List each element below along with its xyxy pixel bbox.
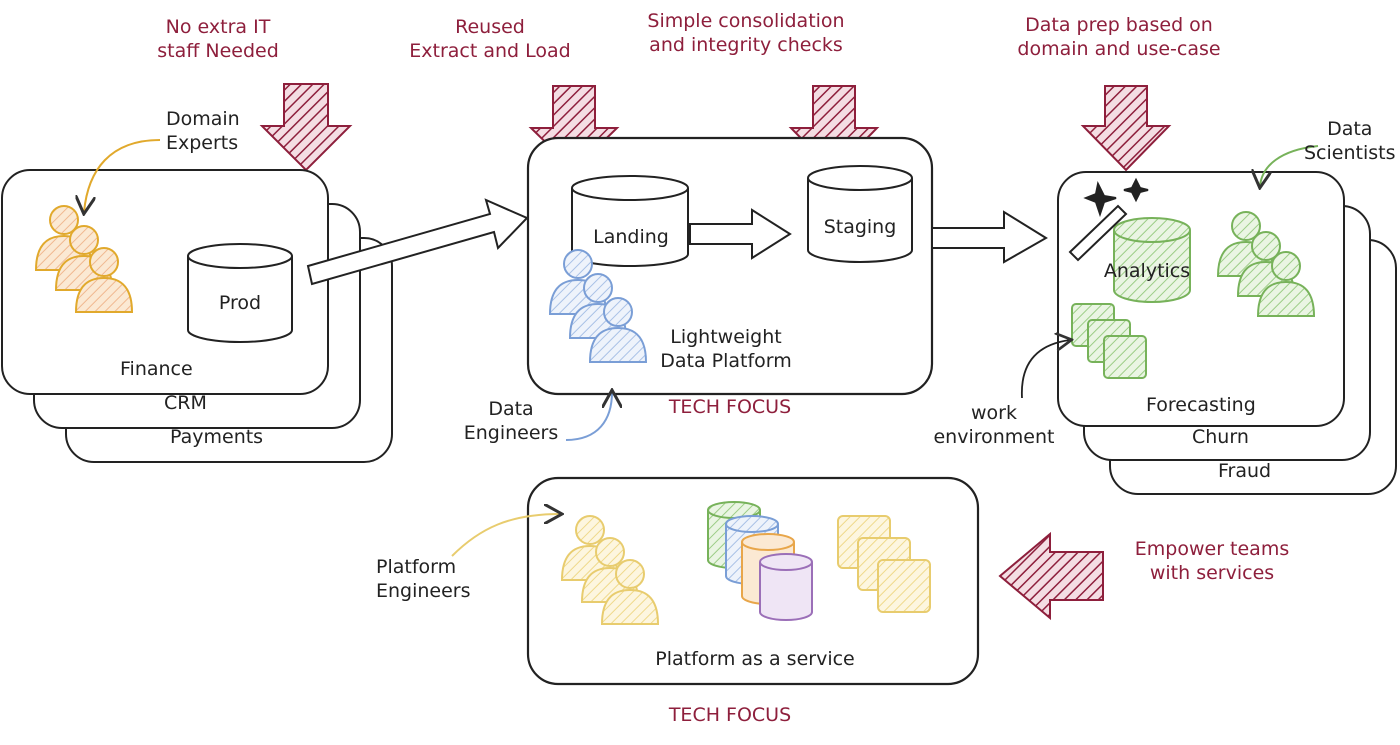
annotation-consolidation: Simple consolidation and integrity check…	[647, 10, 845, 56]
payments-label: Payments	[170, 426, 264, 448]
red-left-arrow-empower	[998, 531, 1104, 621]
prod-database-label: Prod	[218, 292, 262, 314]
platform-engineers-label: Platform Engineers	[376, 556, 471, 602]
domain-experts-label: Domain Experts	[166, 108, 240, 154]
flow-arrow-landing-to-staging	[689, 208, 792, 260]
red-down-arrow-it-staff	[259, 83, 353, 172]
staging-database-label: Staging	[823, 216, 897, 238]
data-engineers-label: Data Engineers	[463, 398, 559, 444]
annotation-data-prep: Data prep based on domain and use-case	[1017, 14, 1221, 60]
annotation-empower-teams: Empower teams with services	[1134, 538, 1290, 584]
magic-wand-icon	[1068, 177, 1149, 262]
forecasting-label: Forecasting	[1146, 394, 1256, 416]
data-scientists-label: Data Scientists	[1304, 118, 1396, 164]
fraud-label: Fraud	[1218, 460, 1272, 482]
platform-engineers-pointer	[451, 514, 560, 557]
finance-label: Finance	[120, 358, 193, 380]
tech-focus-middle: TECH FOCUS	[668, 396, 792, 418]
work-environment-pointer	[1021, 340, 1070, 399]
staging-database	[807, 165, 913, 263]
tech-focus-bottom: TECH FOCUS	[668, 704, 792, 726]
red-down-arrow-data-prep	[1080, 85, 1172, 172]
work-environment-label: work environment	[933, 402, 1055, 448]
churn-label: Churn	[1192, 426, 1249, 448]
prod-database	[187, 243, 293, 343]
annotation-reused-extract-load: Reused Extract and Load	[409, 16, 571, 62]
platform-environment-icon	[837, 515, 931, 613]
data-engineers-pointer	[565, 392, 612, 441]
analytics-database-label: Analytics	[1103, 260, 1191, 282]
storage-service-purple	[759, 553, 813, 621]
work-environment-icon	[1071, 303, 1147, 379]
analytics-database	[1113, 217, 1191, 303]
crm-label: CRM	[164, 392, 207, 414]
flow-arrow-source-to-platform	[306, 198, 529, 286]
landing-database-label: Landing	[593, 226, 669, 248]
lightweight-platform-title: Lightweight Data Platform	[660, 326, 792, 372]
flow-arrow-platform-to-consumers	[931, 210, 1048, 264]
data-scientists-pointer	[1260, 145, 1319, 186]
landing-database	[571, 175, 689, 267]
platform-service-title: Platform as a service	[655, 648, 855, 670]
domain-experts-pointer	[84, 139, 161, 212]
annotation-no-it-staff: No extra IT staff Needed	[157, 16, 279, 62]
